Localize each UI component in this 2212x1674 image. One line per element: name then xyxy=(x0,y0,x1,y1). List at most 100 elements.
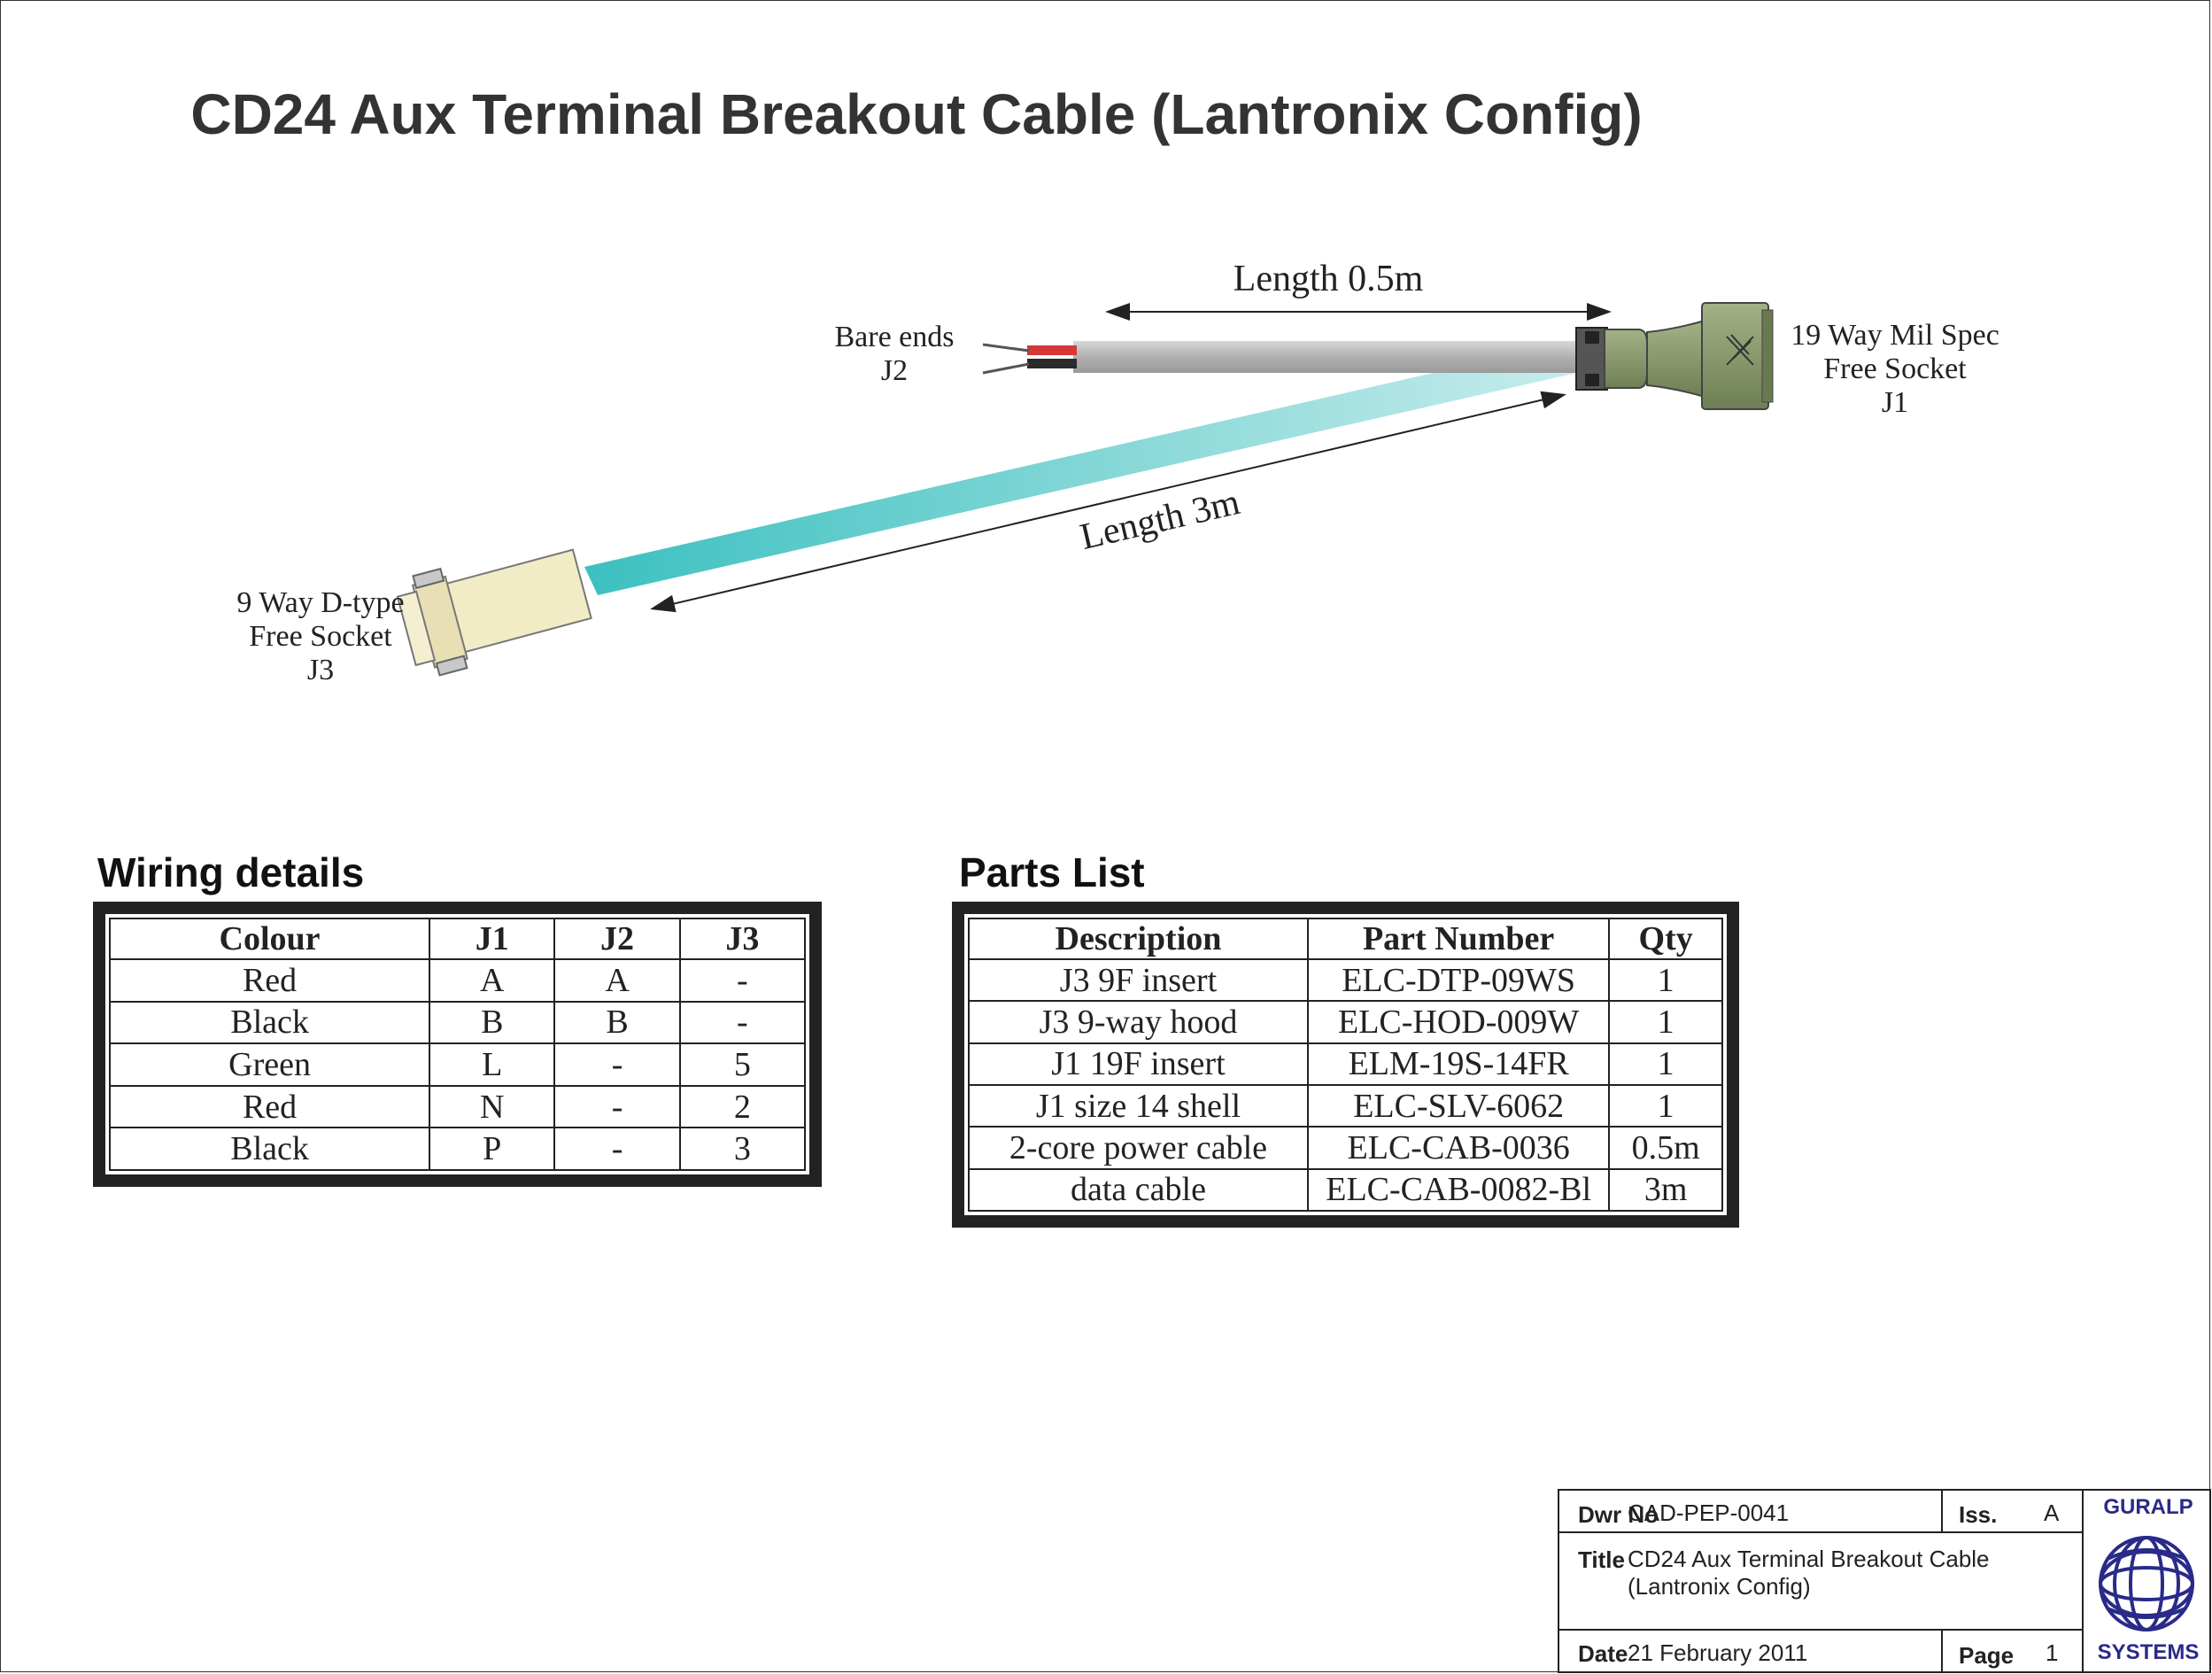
wiring-cell: - xyxy=(678,958,807,1003)
parts-cell: 0.5m xyxy=(1608,1126,1723,1170)
wiring-cell: B xyxy=(553,1000,681,1045)
j3-label-line3: J3 xyxy=(306,654,335,686)
wiring-cell: 3 xyxy=(678,1127,807,1171)
table-row: data cable ELC-CAB-0082-Bl 3m xyxy=(968,1167,1723,1213)
table-row: J3 9-way hood ELC-HOD-009W 1 xyxy=(968,1000,1723,1044)
long-length-dimension xyxy=(650,391,1566,613)
wiring-header-j1: J1 xyxy=(429,918,556,960)
title-value-line2: (Lantronix Config) xyxy=(1628,1573,1811,1600)
table-row: Black B B - xyxy=(108,1000,807,1045)
logo-bottom-text: SYSTEMS xyxy=(2097,1640,2200,1664)
j1-label-line3: J1 xyxy=(1881,386,1909,419)
black-wire xyxy=(1027,359,1077,368)
wiring-cell: Red xyxy=(108,958,431,1003)
parts-cell: ELC-CAB-0082-Bl xyxy=(1306,1167,1611,1213)
wiring-cell: A xyxy=(553,958,681,1003)
wiring-cell: - xyxy=(553,1042,681,1087)
wiring-cell: Red xyxy=(108,1084,431,1129)
parts-header-description: Description xyxy=(968,918,1309,960)
wiring-cell: L xyxy=(429,1042,556,1087)
parts-cell: 1 xyxy=(1608,1083,1723,1128)
page-value: 1 xyxy=(2046,1639,2059,1666)
wiring-header-j3: J3 xyxy=(678,918,807,960)
j2-label-line2: J2 xyxy=(880,354,909,387)
wiring-table: Colour J1 J2 J3 Red A A - Black B B - Gr… xyxy=(108,918,807,1171)
j1-label: 19 Way Mil Spec Free Socket J1 xyxy=(1762,319,2028,420)
parts-cell: 1 xyxy=(1608,1042,1723,1086)
j1-label-line2: Free Socket xyxy=(1823,353,1967,385)
table-row: J1 size 14 shell ELC-SLV-6062 1 xyxy=(968,1083,1723,1128)
parts-header-row: Description Part Number Qty xyxy=(968,918,1723,960)
parts-cell: ELC-SLV-6062 xyxy=(1306,1083,1611,1128)
power-cable xyxy=(1073,341,1581,373)
wiring-cell: - xyxy=(553,1084,681,1129)
table-row: J3 9F insert ELC-DTP-09WS 1 xyxy=(968,957,1723,1003)
j1-label-line1: 19 Way Mil Spec xyxy=(1790,319,1999,352)
title-label: Title xyxy=(1578,1546,1625,1573)
j2-label: Bare ends J2 xyxy=(779,321,1009,388)
parts-header-part-number: Part Number xyxy=(1306,918,1611,960)
issue-label: Iss. xyxy=(1959,1501,1998,1528)
parts-cell: J1 19F insert xyxy=(968,1042,1309,1086)
date-value: 21 February 2011 xyxy=(1628,1639,1808,1666)
table-row: Green L - 5 xyxy=(108,1042,807,1087)
wiring-cell: 5 xyxy=(678,1042,807,1087)
wiring-header-row: Colour J1 J2 J3 xyxy=(108,918,807,960)
wiring-cell: 2 xyxy=(678,1084,807,1129)
parts-cell: J1 size 14 shell xyxy=(968,1083,1309,1128)
j2-label-line1: Bare ends xyxy=(834,321,955,353)
logo-top-text: GURALP xyxy=(2103,1495,2193,1519)
parts-cell: 1 xyxy=(1608,1000,1723,1044)
parts-header-qty: Qty xyxy=(1608,918,1723,960)
parts-cell: ELM-19S-14FR xyxy=(1306,1042,1611,1086)
parts-table-frame: Description Part Number Qty J3 9F insert… xyxy=(952,902,1739,1228)
table-row: 2-core power cable ELC-CAB-0036 0.5m xyxy=(968,1126,1723,1170)
milspec-connector-j1 xyxy=(1575,302,1774,410)
wiring-header-colour: Colour xyxy=(108,918,431,960)
j3-label: 9 Way D-type Free Socket J3 xyxy=(188,586,453,687)
j3-label-line1: 9 Way D-type xyxy=(236,586,405,619)
date-label: Date xyxy=(1578,1640,1628,1667)
parts-cell: 3m xyxy=(1608,1167,1723,1213)
parts-cell: 1 xyxy=(1608,957,1723,1003)
wiring-cell: - xyxy=(678,1000,807,1045)
page-title: CD24 Aux Terminal Breakout Cable (Lantro… xyxy=(190,82,1643,146)
length-short-label: Length 0.5m xyxy=(1233,259,1424,299)
wiring-cell: B xyxy=(429,1000,556,1045)
wiring-cell: Black xyxy=(108,1000,431,1045)
wiring-cell: - xyxy=(553,1127,681,1171)
table-row: Red A A - xyxy=(108,958,807,1003)
wiring-cell: N xyxy=(429,1084,556,1129)
wiring-cell: Black xyxy=(108,1127,431,1171)
title-value-line1: CD24 Aux Terminal Breakout Cable xyxy=(1628,1546,1990,1572)
parts-heading: Parts List xyxy=(959,849,1145,895)
dtype-connector-j3 xyxy=(396,548,592,677)
j3-label-line2: Free Socket xyxy=(249,620,392,653)
wiring-header-j2: J2 xyxy=(553,918,681,960)
wiring-cell: Green xyxy=(108,1042,431,1087)
page-label: Page xyxy=(1959,1642,2015,1669)
wiring-cell: P xyxy=(429,1127,556,1171)
dwr-no-value: CAD-PEP-0041 xyxy=(1628,1500,1790,1526)
table-row: Red N - 2 xyxy=(108,1084,807,1129)
parts-cell: J3 9F insert xyxy=(968,957,1309,1003)
wiring-table-frame: Colour J1 J2 J3 Red A A - Black B B - Gr… xyxy=(93,902,822,1187)
parts-cell: data cable xyxy=(968,1167,1309,1213)
table-row: J1 19F insert ELM-19S-14FR 1 xyxy=(968,1042,1723,1086)
parts-cell: 2-core power cable xyxy=(968,1126,1309,1170)
parts-cell: ELC-DTP-09WS xyxy=(1306,957,1611,1003)
red-wire xyxy=(1027,345,1077,355)
parts-cell: ELC-HOD-009W xyxy=(1306,1000,1611,1044)
table-row: Black P - 3 xyxy=(108,1127,807,1171)
parts-cell: ELC-CAB-0036 xyxy=(1306,1126,1611,1170)
wiring-heading: Wiring details xyxy=(97,849,365,895)
issue-value: A xyxy=(2044,1500,2060,1526)
parts-table: Description Part Number Qty J3 9F insert… xyxy=(968,918,1723,1213)
wiring-cell: A xyxy=(429,958,556,1003)
parts-cell: J3 9-way hood xyxy=(968,1000,1309,1044)
dwr-no-label: Dwr No xyxy=(1578,1501,1659,1528)
